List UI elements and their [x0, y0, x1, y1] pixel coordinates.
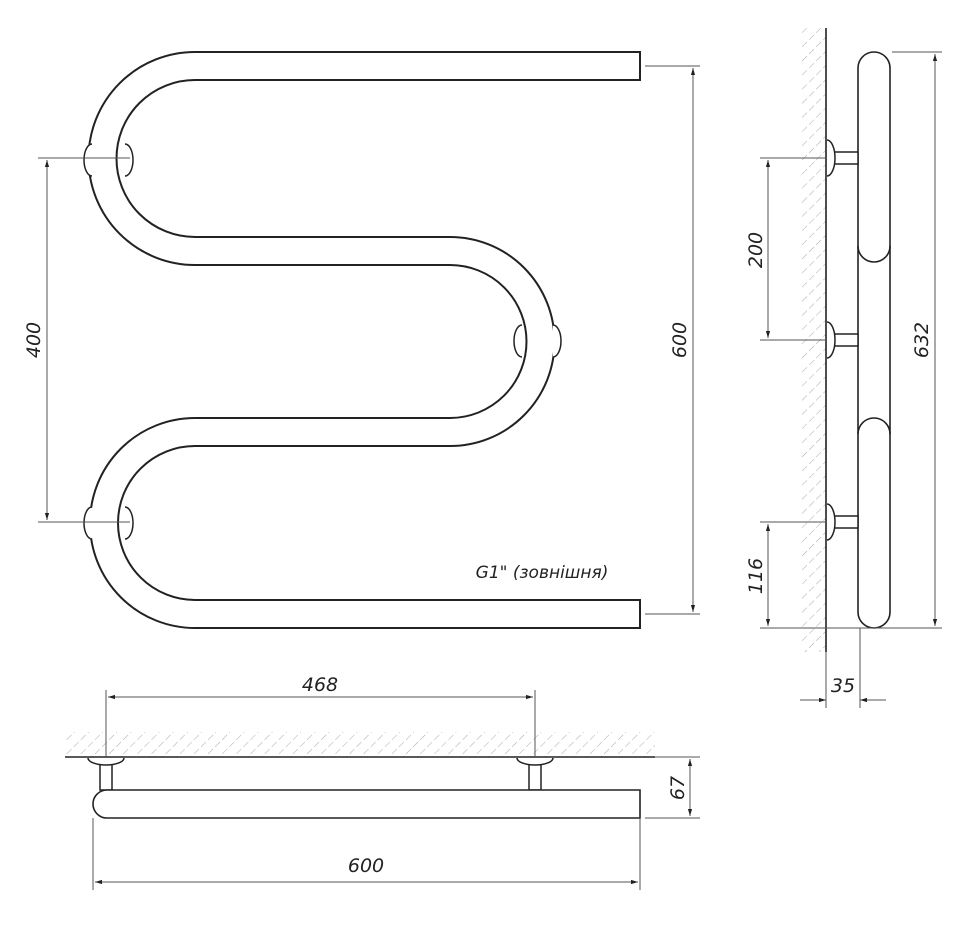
dim-200: 200 — [745, 232, 767, 268]
mount-brackets — [83, 143, 562, 540]
dim-116: 116 — [745, 558, 767, 594]
side-tube — [857, 51, 891, 629]
side-view: 200 116 632 35 — [745, 28, 942, 708]
s-tube-fill — [89, 53, 639, 627]
dim-600-width: 600 — [348, 855, 384, 877]
front-view: 400 600 G1" (зовнішня) — [23, 51, 700, 629]
dim-400: 400 — [23, 322, 45, 358]
dim-632: 632 — [911, 322, 933, 358]
top-view: 468 600 67 — [65, 674, 700, 890]
wall-hatch-top — [65, 732, 655, 757]
side-brackets — [826, 139, 859, 541]
top-tube — [92, 789, 641, 819]
thread-note: G1" (зовнішня) — [476, 563, 609, 583]
dim-35: 35 — [831, 675, 855, 697]
dim-468: 468 — [302, 674, 338, 696]
top-brackets — [87, 757, 554, 791]
dim-67: 67 — [667, 776, 689, 800]
dim-600-height: 600 — [669, 322, 691, 358]
